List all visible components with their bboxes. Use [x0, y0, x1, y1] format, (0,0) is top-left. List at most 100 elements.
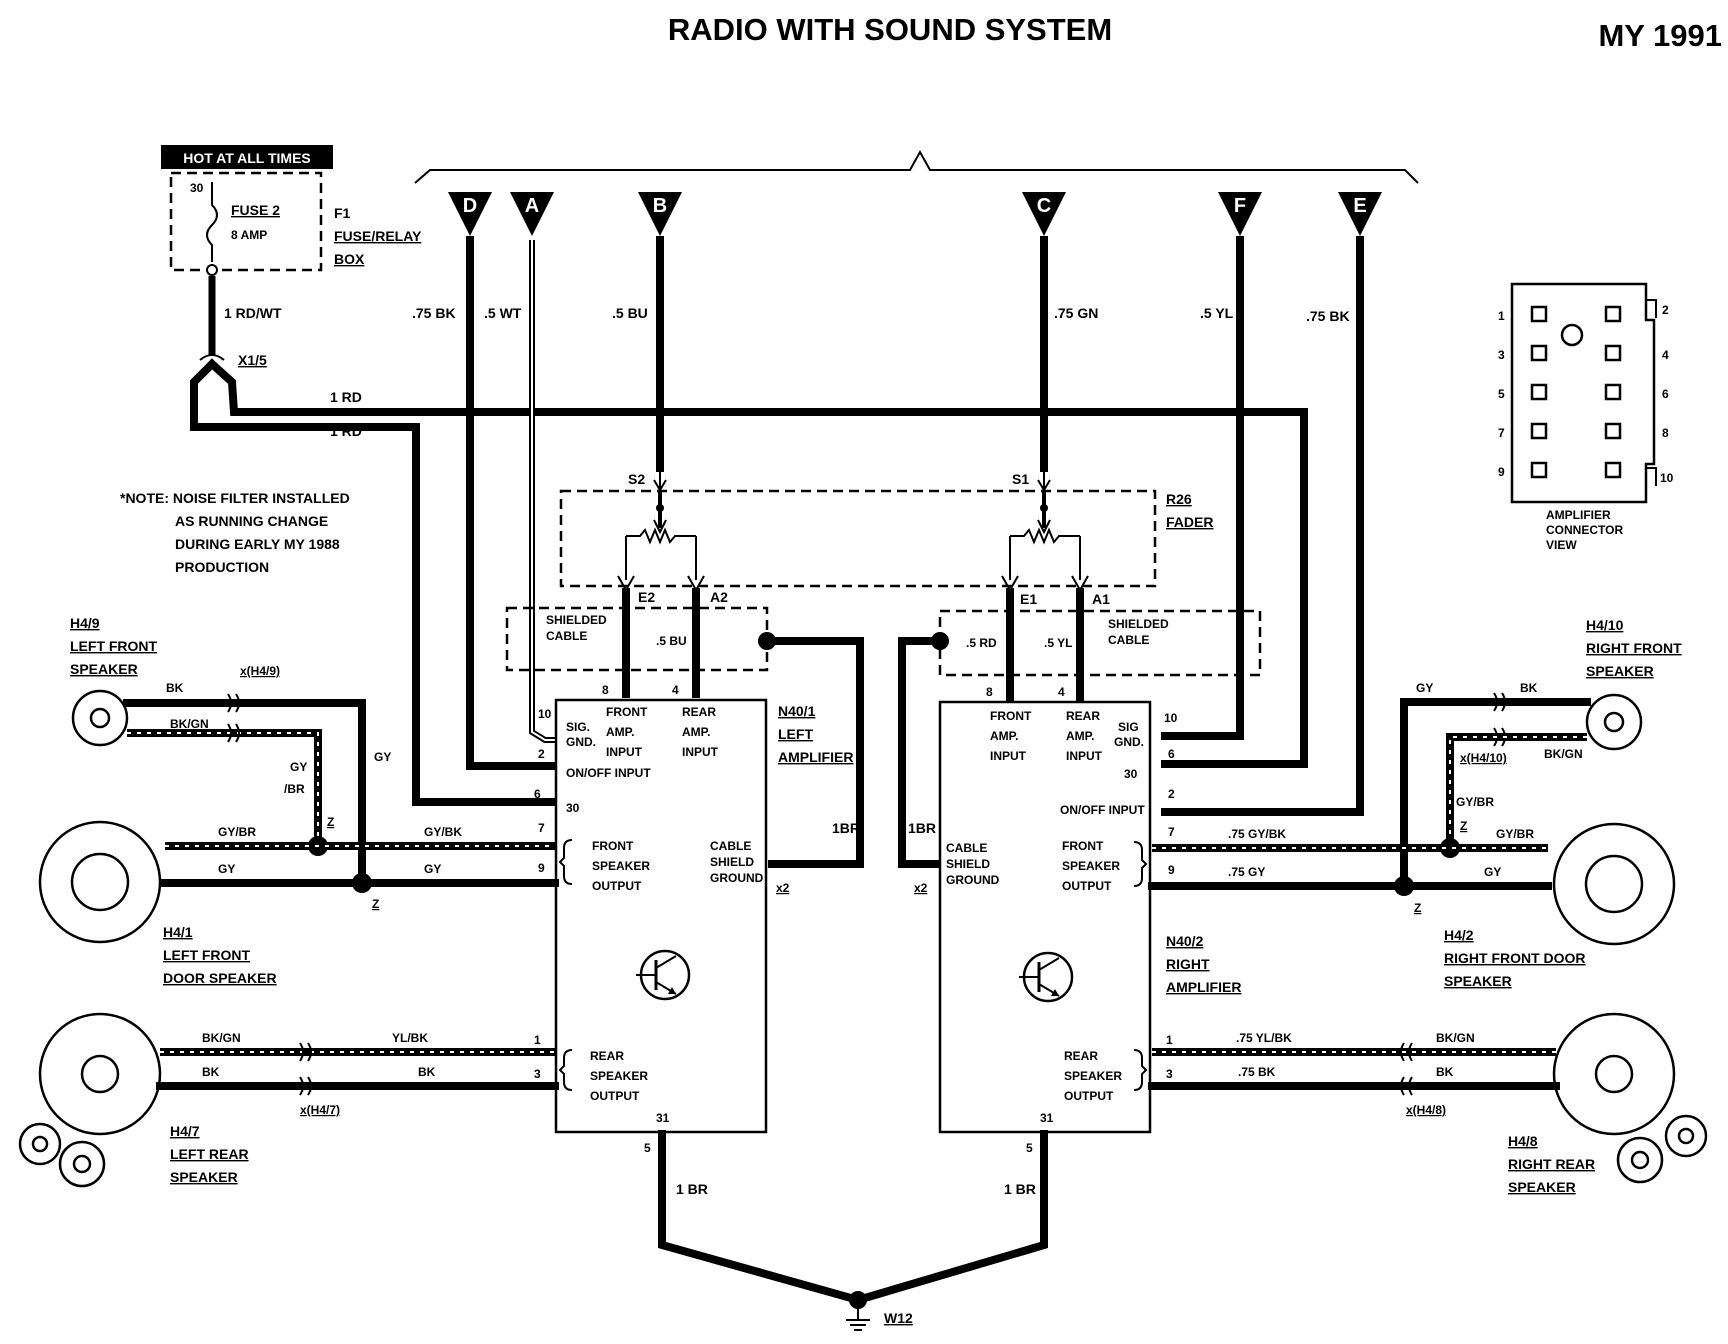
label-right-z1: Z: [1460, 819, 1467, 833]
svg-text:1: 1: [534, 1033, 541, 1047]
label-h410-bk: BK: [1520, 681, 1538, 695]
svg-text:INPUT: INPUT: [606, 745, 643, 759]
fuse-terminal: [206, 264, 218, 276]
svg-text:x2: x2: [776, 881, 790, 895]
connector-label-x1-5: X1/5: [238, 352, 267, 368]
wire-e: [1161, 236, 1364, 816]
right-amp-id: N40/2: [1166, 933, 1204, 949]
transistor-icon-right: [1019, 951, 1074, 1003]
wire-label-b: .5 BU: [612, 305, 648, 321]
svg-text:F: F: [1234, 195, 1246, 217]
svg-text:5: 5: [644, 1141, 651, 1155]
svg-text:GROUND: GROUND: [710, 871, 764, 885]
svg-text:6: 6: [534, 787, 541, 801]
label-h47-bk2: BK: [418, 1065, 436, 1079]
connector-h49-b: [227, 723, 240, 743]
wire-h49-bkgn-stripe: [127, 732, 319, 846]
left-amp-id: N40/1: [778, 703, 816, 719]
svg-text:SPEAKER: SPEAKER: [592, 859, 650, 873]
connector-c: C: [1022, 192, 1066, 236]
ground-label: W12: [884, 1310, 913, 1326]
svg-text:4: 4: [1662, 348, 1669, 362]
svg-text:CABLE: CABLE: [710, 839, 751, 853]
connector-b: B: [638, 192, 682, 236]
svg-text:9: 9: [538, 861, 545, 875]
connector-group-brace: [414, 149, 1419, 184]
h42-name-1: RIGHT FRONT DOOR: [1444, 950, 1586, 966]
wire-a: [529, 240, 555, 743]
svg-text:AMP.: AMP.: [606, 725, 634, 739]
hot-label-bg: [161, 145, 333, 169]
svg-text:31: 31: [656, 1111, 670, 1125]
wire-label-right-yl: .5 YL: [1044, 636, 1072, 650]
connector-d: D: [448, 192, 492, 236]
label-left-gybr: GY/BR: [218, 825, 256, 839]
svg-text:1: 1: [1166, 1033, 1173, 1047]
svg-text:SIG.: SIG.: [566, 720, 590, 734]
ground-point: [849, 1291, 867, 1309]
svg-text:9: 9: [1498, 465, 1505, 479]
svg-text:REAR: REAR: [1066, 709, 1100, 723]
svg-text:1: 1: [1498, 309, 1505, 323]
wire-h410-bkgn-stripe: [1449, 736, 1587, 848]
label-left-z2: Z: [372, 897, 379, 911]
svg-text:GND.: GND.: [1114, 735, 1144, 749]
left-amp-name-1: LEFT: [778, 726, 813, 742]
label-h49-bkgn: BK/GN: [170, 717, 209, 731]
wire-label-rd-lower: 1 RD: [330, 423, 362, 439]
wire-split: [190, 358, 559, 806]
speaker-icon-h4-7: [18, 1012, 162, 1188]
svg-text:30: 30: [566, 801, 580, 815]
wire-label-right-rd: .5 RD: [966, 636, 997, 650]
svg-text:5: 5: [1498, 387, 1505, 401]
label-left-gy-a: GY: [218, 862, 235, 876]
label-h47-bkgn: BK/GN: [202, 1031, 241, 1045]
fader-id: R26: [1166, 491, 1192, 507]
label-xh48: x(H4/8): [1406, 1103, 1446, 1117]
fuse-pin-30: 30: [190, 181, 204, 195]
label-left-gybk: GY/BK: [424, 825, 462, 839]
connector-f: F: [1218, 192, 1262, 236]
svg-text:GROUND: GROUND: [946, 873, 1000, 887]
fader-pot-right: [1009, 470, 1081, 580]
svg-text:10: 10: [1164, 711, 1178, 725]
fuse-symbol: [206, 182, 218, 262]
wire-ground-left: [658, 1130, 863, 1305]
svg-text:OUTPUT: OUTPUT: [1064, 1089, 1114, 1103]
wire-h410-bk: [1400, 698, 1591, 888]
note-line-4: PRODUCTION: [175, 559, 269, 575]
svg-text:OUTPUT: OUTPUT: [1062, 879, 1112, 893]
svg-text:6: 6: [1662, 387, 1669, 401]
svg-text:AMPLIFIER: AMPLIFIER: [1546, 508, 1611, 522]
note-line-1: *NOTE: NOISE FILTER INSTALLED: [120, 490, 350, 506]
svg-text:SHIELD: SHIELD: [946, 857, 990, 871]
svg-text:10: 10: [1660, 471, 1674, 485]
right-amp-name-1: RIGHT: [1166, 956, 1210, 972]
svg-text:6: 6: [1168, 747, 1175, 761]
label-h47-bk: BK: [202, 1065, 220, 1079]
shielded-right-2: CABLE: [1108, 633, 1149, 647]
fader-name: FADER: [1166, 514, 1213, 530]
svg-text:INPUT: INPUT: [682, 745, 719, 759]
connector-xh410: [1493, 692, 1506, 747]
connector-a: A: [510, 192, 554, 236]
ground-icon: [846, 1306, 870, 1331]
shielded-right-1: SHIELDED: [1108, 617, 1169, 631]
fader-e1: E1: [1020, 591, 1037, 607]
wire-shield-right: [898, 637, 944, 868]
fader-s2: S2: [628, 471, 645, 487]
label-right-bk-r: BK: [1436, 1065, 1454, 1079]
wire-shield-left: [763, 637, 864, 868]
h49-name-2: SPEAKER: [70, 661, 138, 677]
left-amplifier: N40/1 LEFT AMPLIFIER 8 4 FRONT AMP. INPU…: [534, 683, 853, 1155]
fader-s1: S1: [1012, 471, 1029, 487]
svg-text:30: 30: [1124, 767, 1138, 781]
wire-h49-bk: [123, 699, 366, 880]
label-xh47: x(H4/7): [300, 1103, 340, 1117]
h47-id: H4/7: [170, 1123, 200, 1139]
svg-text:2: 2: [538, 747, 545, 761]
svg-text:D: D: [463, 195, 477, 217]
svg-text:INPUT: INPUT: [990, 749, 1027, 763]
h41-name-2: DOOR SPEAKER: [163, 970, 277, 986]
